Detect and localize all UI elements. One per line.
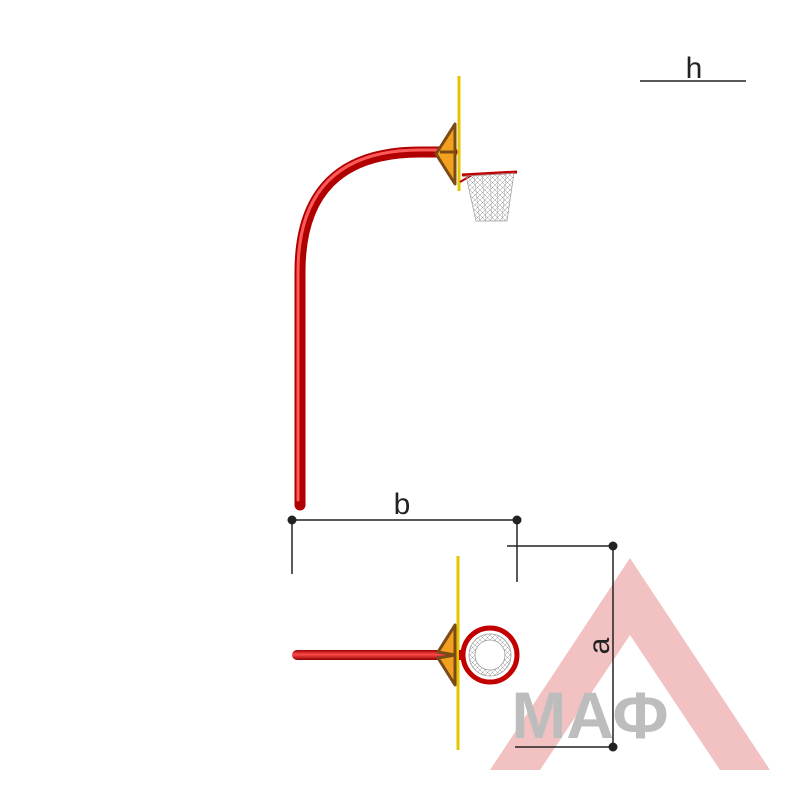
top-rim-mount [459,650,465,660]
side-post-pipe [294,146,458,511]
maf-logo: МАФ [490,558,770,770]
side-net-strands [473,173,507,222]
dimension-h-label: h [686,52,703,85]
top-arm-pipe [292,650,454,660]
side-post-highlight [296,148,452,502]
dimension-b-label: b [394,488,411,521]
dimension-a-dot-top [608,541,618,551]
dimension-a-dot-bottom [608,742,618,752]
top-net-hole [474,639,506,671]
dimension-a-label: a [583,637,616,654]
dimension-h: h [640,52,746,85]
dimension-a: a [507,541,618,752]
side-bracket [434,122,457,186]
top-view [292,556,520,750]
logo-text: МАФ [511,678,668,752]
top-bracket-upper [436,623,457,657]
dimension-b-dot-right [512,515,522,525]
top-bracket-lower [436,653,457,687]
side-view [294,76,518,511]
dimension-b-dot-left [287,515,297,525]
logo-triangle [490,558,770,770]
dimension-b: b [287,488,522,582]
